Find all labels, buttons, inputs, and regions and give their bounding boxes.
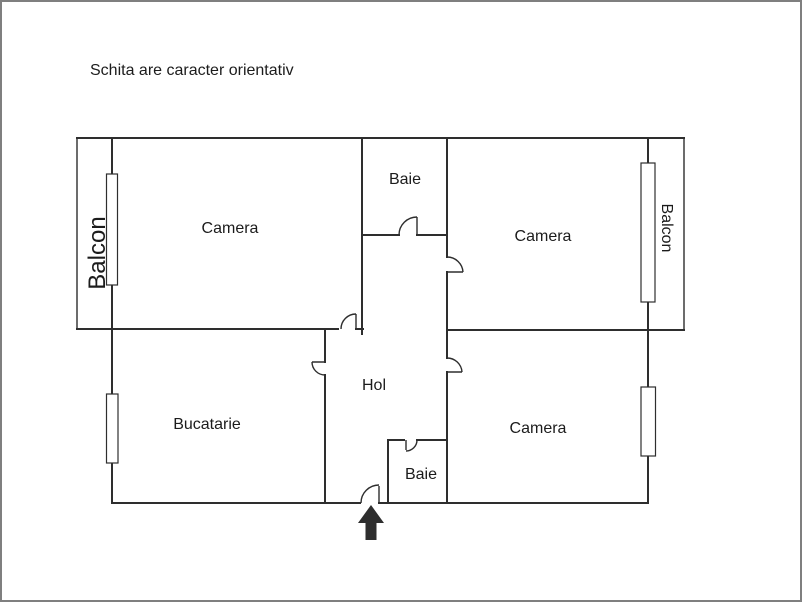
label-balcon-left: Balcon — [84, 216, 111, 289]
room-labels: Camera Baie Camera Bucatarie Hol Camera … — [84, 171, 675, 483]
doors — [311, 216, 464, 504]
door-bucatarie — [311, 361, 326, 376]
entrance-arrow-icon — [358, 505, 384, 540]
door-camera-top-right — [446, 256, 464, 273]
window-right-balcony — [640, 162, 656, 303]
walls — [76, 137, 685, 504]
door-camera-bottom-right — [446, 357, 463, 373]
label-bucatarie: Bucatarie — [173, 416, 241, 433]
door-baie-top — [398, 216, 418, 236]
label-baie-bottom: Baie — [405, 466, 437, 483]
label-camera-bottom-right: Camera — [510, 420, 567, 437]
balcony-outer-walls — [76, 137, 685, 331]
window-bucatarie — [105, 393, 119, 464]
label-balcon-right: Balcon — [658, 204, 675, 253]
main-walls — [76, 137, 685, 504]
label-camera-top-left: Camera — [202, 220, 259, 237]
label-hol: Hol — [362, 377, 386, 394]
window-left-balcony — [105, 173, 119, 286]
plan-disclaimer-title: Schita are caracter orientativ — [90, 62, 294, 79]
door-camera-top-left — [340, 313, 357, 330]
window-camera-bottom-right — [640, 386, 657, 457]
door-baie-bottom — [405, 439, 418, 452]
door-entrance — [360, 484, 380, 504]
windows — [105, 162, 657, 464]
label-camera-top-right: Camera — [515, 228, 572, 245]
label-baie-top: Baie — [389, 171, 421, 188]
